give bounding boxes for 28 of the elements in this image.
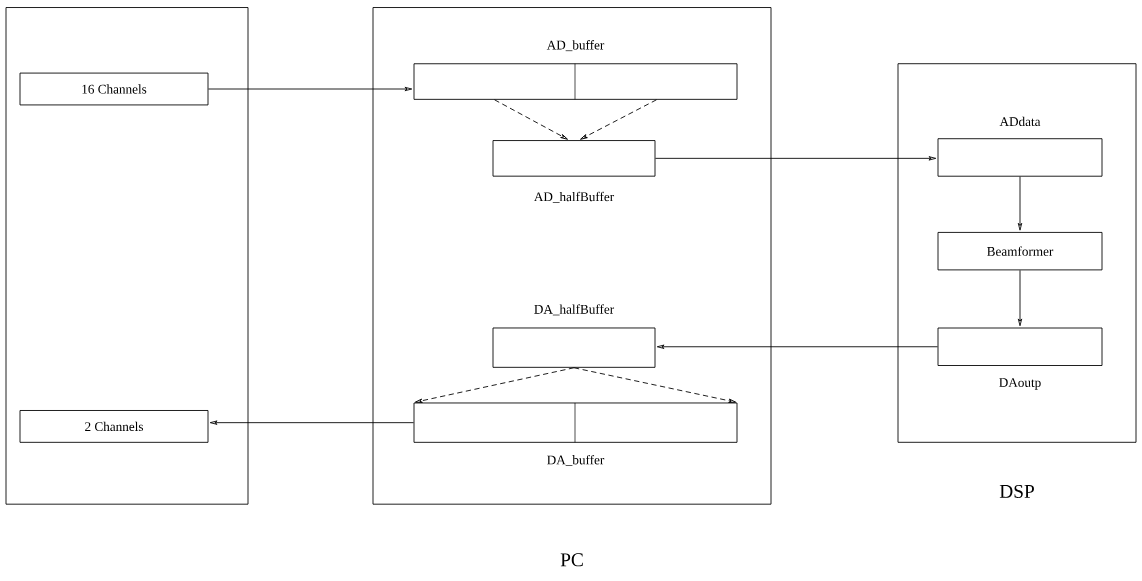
node-label: PC (560, 553, 583, 567)
arrow (655, 156, 937, 161)
process-box: 16 Channels (19, 72, 209, 106)
arrow (580, 99, 657, 140)
buffer-box: AD_buffer (413, 40, 738, 100)
arrow (209, 420, 414, 425)
node-label: AD_halfBuffer (534, 191, 615, 203)
panel-box (5, 7, 249, 505)
node-label: DA_buffer (547, 454, 605, 466)
node-label: AD_buffer (546, 40, 605, 52)
node-label: DAoutp (999, 378, 1041, 390)
process-box: 2 Channels (19, 410, 209, 443)
arrow (208, 86, 413, 92)
process-box: ADdata (937, 116, 1103, 177)
process-box: Beamformer (937, 231, 1103, 271)
buffer-box: AD_halfBuffer (492, 140, 656, 203)
node-label: ADdata (999, 116, 1041, 127)
node-label: DSP (999, 484, 1034, 498)
arrow (1017, 176, 1023, 231)
arrow (414, 367, 575, 403)
arrow (656, 344, 938, 349)
arrow (1017, 269, 1023, 327)
arrow (494, 99, 568, 140)
node-label: DA_halfBuffer (534, 304, 615, 316)
buffer-box: DA_halfBuffer (492, 304, 656, 368)
buffer-box: DA_buffer (413, 402, 738, 466)
arrow (573, 367, 737, 403)
process-box: DAoutp (937, 327, 1103, 390)
